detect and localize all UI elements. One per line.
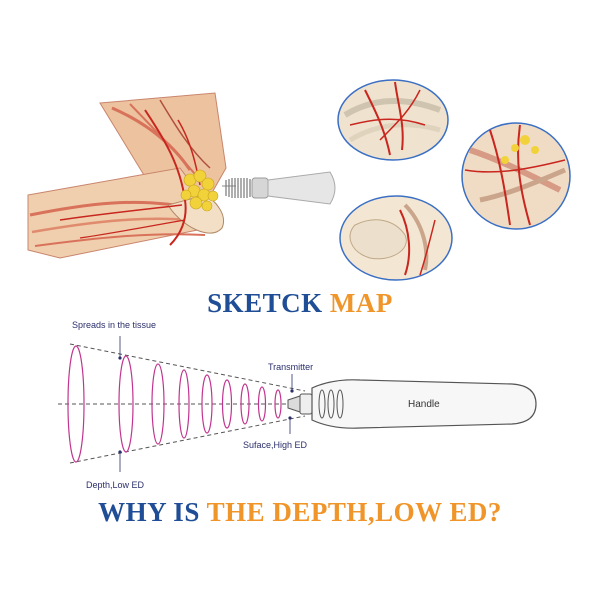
wave-ring [274, 389, 282, 419]
wave-ring [221, 379, 233, 429]
vessel-detail-circle [461, 122, 571, 230]
handle-label: Handle [408, 399, 440, 410]
transmitter-label: Transmitter [268, 362, 314, 372]
tendon-detail-circle [337, 79, 449, 161]
wave-ring [151, 363, 165, 445]
wave-ring [240, 383, 250, 425]
cone-upper-edge [69, 343, 306, 392]
transmitter-handle [287, 379, 537, 429]
page-title: SKETCK MAP [0, 288, 600, 319]
wave-diagram [58, 336, 306, 472]
spreads-label: Spreads in the tissue [72, 320, 157, 330]
title-part-blue: SKETCK [207, 288, 323, 318]
surface-label: Suface,High ED [243, 440, 308, 450]
question-heading: WHY IS THE DEPTH,LOW ED? [0, 497, 600, 528]
cone-lower-edge [69, 415, 306, 464]
question-part-blue: WHY IS [98, 497, 200, 527]
wave-ring [67, 345, 85, 463]
wave-ring [118, 355, 134, 453]
shockwave-probe [222, 171, 336, 205]
question-part-orange: THE DEPTH,LOW ED? [206, 497, 502, 527]
title-part-orange: MAP [329, 288, 393, 318]
depth-label: Depth,Low ED [86, 480, 145, 490]
wave-ring [257, 386, 267, 422]
elbow-anatomy-illustration [27, 92, 227, 259]
wave-ring [201, 374, 213, 434]
wave-ring [178, 369, 190, 439]
bone-detail-circle [339, 195, 453, 281]
